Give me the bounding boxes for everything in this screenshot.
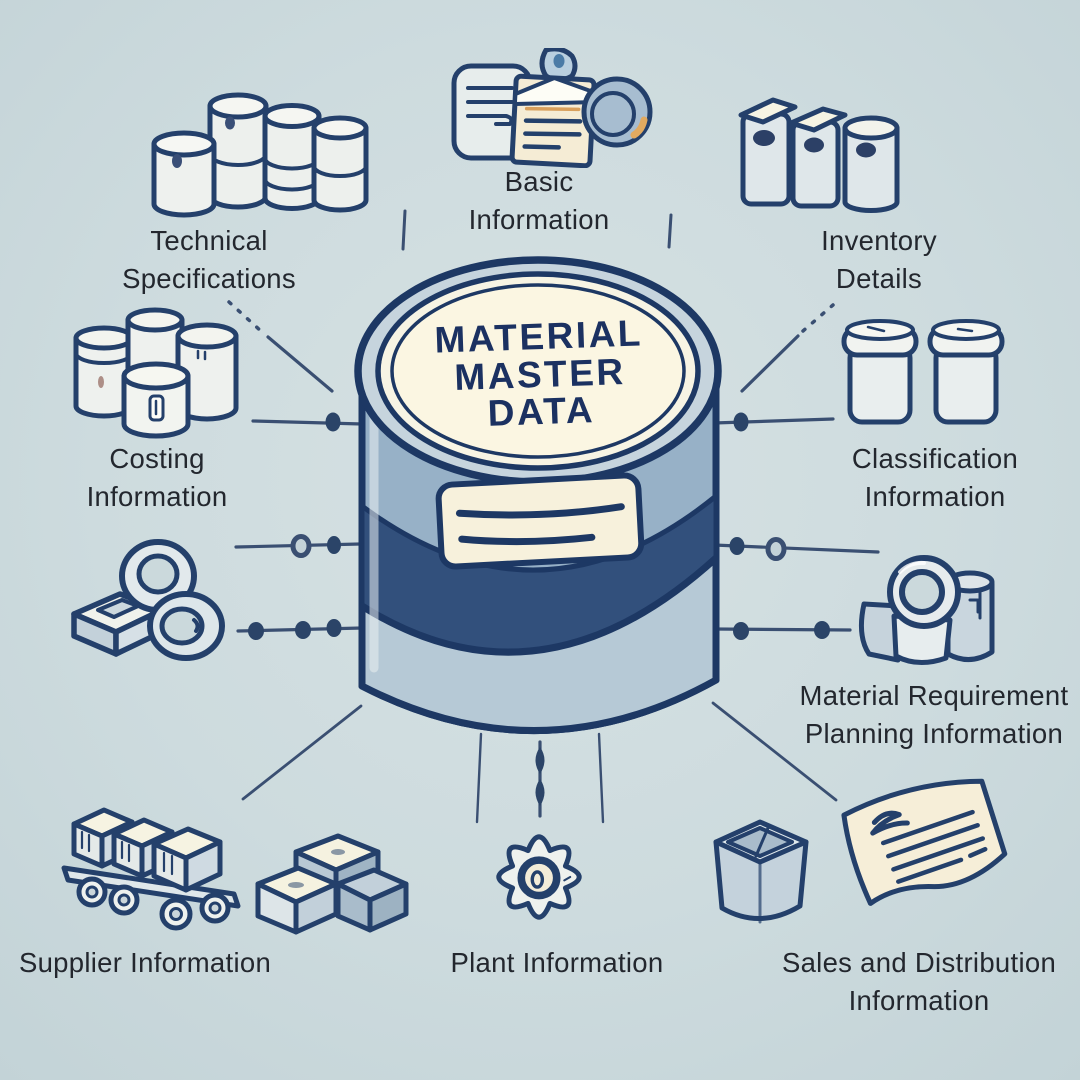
gear-icon	[496, 834, 582, 920]
bin-icon	[713, 819, 809, 924]
documents-and-disc-icon	[451, 48, 653, 168]
seal-rings-and-box-icon	[71, 539, 225, 661]
connector-diagonal-upper-left	[227, 300, 334, 393]
center-database-title: MATERIAL MASTER DATA	[386, 312, 694, 436]
connector-top-left-tick	[401, 209, 407, 251]
cylinder-body-lower	[358, 554, 720, 734]
cans-icon	[73, 307, 239, 439]
connector-left-middle	[234, 534, 362, 558]
tape-rolls-icon	[858, 555, 995, 665]
label-basic-information: Basic Information	[468, 166, 610, 235]
cylinder-top-face	[390, 283, 686, 459]
connector-left-bottom	[236, 619, 364, 640]
label-sales-and-distribution: Sales and Distribution Information	[781, 947, 1057, 1016]
connector-left-top	[251, 412, 364, 432]
jars-icon	[841, 319, 1005, 425]
boxes-stack-icon	[255, 833, 409, 935]
connector-right-bottom	[712, 621, 852, 640]
connector-right-middle	[712, 537, 880, 561]
connector-top-right-tick	[667, 213, 673, 249]
connector-diagonal-lower-right	[711, 701, 838, 802]
cart-box	[151, 826, 223, 893]
label-technical-specifications: Technical Specifications	[122, 225, 296, 294]
document-icon	[841, 778, 1008, 906]
label-supplier-information: Supplier Information	[18, 947, 272, 978]
cart-with-boxes-icon	[61, 807, 241, 931]
barrels-icon	[151, 92, 369, 218]
database-cylinder	[354, 256, 722, 734]
connector-bottom-center	[475, 732, 605, 824]
connector-diagonal-upper-right	[740, 303, 835, 393]
label-costing-information: Costing Information	[86, 443, 228, 512]
connector-diagonal-lower-left	[241, 704, 363, 801]
label-inventory-details: Inventory Details	[821, 225, 937, 294]
label-classification-information: Classification Information	[851, 443, 1019, 512]
cylinder-label-plate	[435, 472, 645, 570]
binders-icon	[738, 97, 900, 213]
connector-right-top	[712, 412, 835, 432]
label-material-requirement-planning: Material Requirement Planning Informatio…	[799, 680, 1069, 749]
label-plant-information: Plant Information	[450, 947, 664, 978]
